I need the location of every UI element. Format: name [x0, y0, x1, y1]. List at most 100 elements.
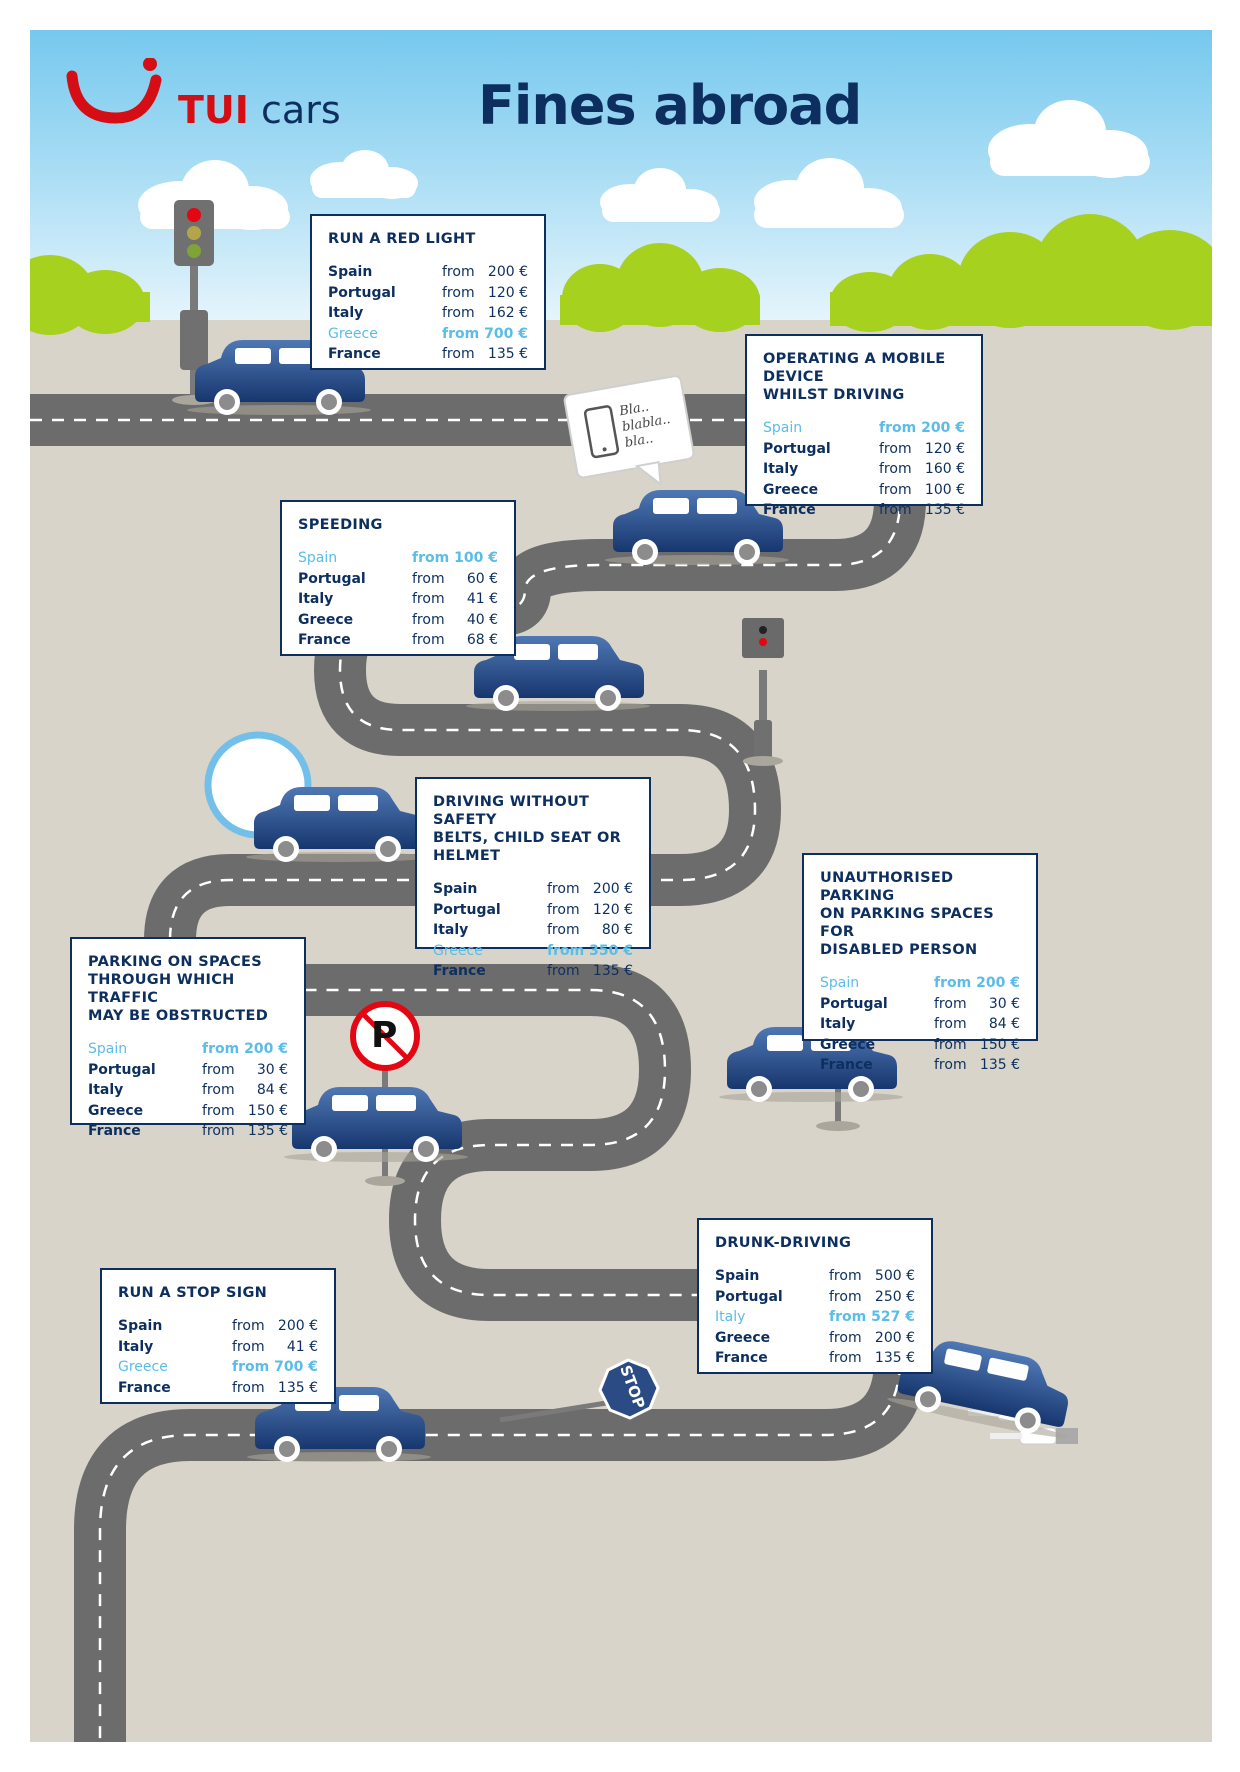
fine-amount: 135 € [979, 1057, 1020, 1073]
fine-country: Italy [763, 461, 799, 477]
fine-amount: 200 € [487, 264, 528, 280]
fine-from-label: from [442, 264, 475, 280]
fine-country: Greece [715, 1329, 771, 1346]
bush-icon [830, 214, 1212, 332]
fine-country: France [88, 1123, 141, 1139]
logo-wordmark: TUI cars [178, 88, 341, 132]
logo-product: cars [261, 88, 341, 132]
cloud-icon [988, 100, 1150, 178]
fine-country: Spain [298, 550, 338, 566]
phone-icon [583, 405, 620, 459]
cloud-icon [754, 158, 904, 228]
fine-from-label: from [934, 1016, 967, 1032]
fine-from-label: from [829, 1350, 862, 1366]
fine-from-label: from [547, 922, 580, 938]
fine-from-label: from [879, 420, 917, 436]
bush-icon [30, 255, 150, 335]
fine-country: Italy [433, 922, 469, 938]
fine-amount: 200 € [592, 881, 633, 897]
fine-card-title: RUN A STOP SIGN [118, 1285, 268, 1301]
fine-amount: 120 € [487, 284, 528, 301]
fine-amount: 135 € [592, 963, 633, 979]
fine-from-label: from [879, 502, 912, 518]
fine-country: Spain [820, 975, 860, 991]
fine-from-label: from [202, 1102, 235, 1119]
fine-country: Spain [88, 1041, 128, 1057]
fine-from-label: from [442, 346, 475, 362]
fine-amount: 100 € [454, 550, 498, 566]
fine-country: Spain [763, 420, 803, 436]
fine-country: Portugal [328, 284, 396, 301]
fine-country: France [820, 1057, 873, 1073]
traffic-light-icon [172, 200, 216, 405]
fine-amount: 200 € [976, 975, 1020, 991]
fine-amount: 527 € [871, 1309, 915, 1325]
cloud-icon [600, 168, 720, 222]
fine-amount: 60 € [466, 570, 498, 587]
fine-from-label: from [412, 611, 445, 628]
fine-amount: 162 € [487, 305, 528, 321]
stop-sign-icon [499, 1358, 660, 1423]
fine-from-label: from [934, 975, 972, 991]
fine-country: Greece [118, 1359, 168, 1375]
fine-amount: 40 € [466, 611, 498, 628]
fine-country: Portugal [298, 570, 366, 587]
fine-card-safety-belts: DRIVING WITHOUT SAFETY BELTS, CHILD SEAT… [415, 777, 651, 979]
fine-from-label: from [232, 1359, 270, 1375]
page-title: Fines abroad [478, 74, 862, 137]
fine-card-title: DRUNK-DRIVING [715, 1235, 852, 1251]
fine-from-label: from [829, 1268, 862, 1284]
fine-from-label: from [202, 1041, 240, 1057]
fine-from-label: from [829, 1329, 862, 1346]
fine-card-title: RUN A RED LIGHT [328, 231, 476, 247]
fine-row: Portugal from 120 € [328, 283, 528, 304]
fine-from-label: from [547, 942, 585, 959]
bush-icon [560, 243, 760, 332]
fine-from-label: from [232, 1379, 265, 1396]
fine-from-label: from [412, 570, 445, 587]
fine-country: France [328, 346, 381, 362]
fine-amount: 41 € [286, 1338, 318, 1355]
fine-from-label: from [202, 1082, 235, 1098]
fine-country: Italy [328, 305, 364, 321]
fine-card-title: UNAUTHORISED PARKING ON PARKING SPACES F… [820, 870, 994, 958]
fine-card-disabled-parking: UNAUTHORISED PARKING ON PARKING SPACES F… [802, 853, 1038, 1073]
fine-from-label: from [547, 881, 580, 897]
fine-from-label: from [829, 1288, 862, 1305]
fine-amount: 135 € [247, 1123, 288, 1139]
fine-amount: 700 € [484, 325, 528, 342]
fine-country: Portugal [433, 901, 501, 918]
fine-from-label: from [879, 440, 912, 457]
fine-amount: 200 € [921, 420, 965, 436]
fine-from-label: from [934, 995, 967, 1012]
fine-from-label: from [442, 284, 475, 301]
fine-amount: 700 € [274, 1359, 318, 1375]
fine-amount: 84 € [256, 1082, 288, 1098]
fine-from-label: from [829, 1309, 867, 1325]
speed-camera-icon [742, 618, 784, 766]
fine-country: Italy [820, 1016, 856, 1032]
fine-from-label: from [412, 591, 445, 607]
